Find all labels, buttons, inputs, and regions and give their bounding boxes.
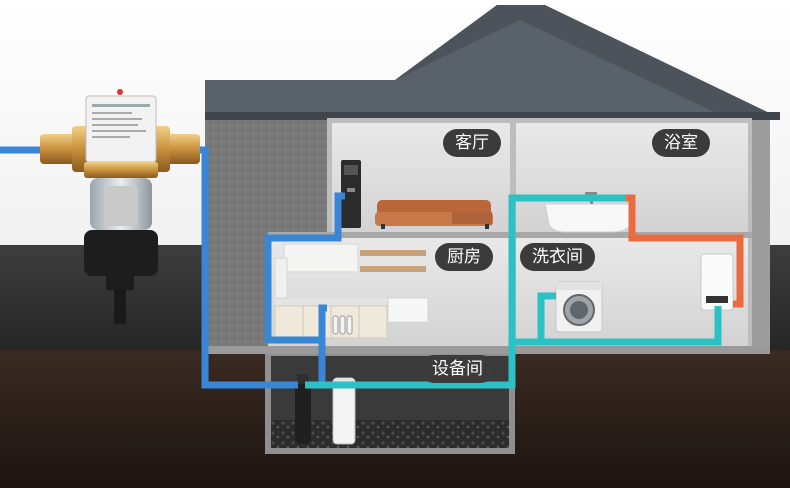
sofa-icon — [375, 200, 493, 229]
filtered-water-pipe — [305, 194, 626, 389]
room-label-bathroom: 浴室 — [652, 129, 710, 157]
pre-filter-icon — [40, 89, 200, 324]
water-dispenser-icon — [341, 160, 361, 228]
room-label-kitchen: 厨房 — [435, 243, 493, 271]
roof — [205, 5, 770, 118]
water-purifier-icon — [332, 315, 353, 335]
hot-water-pipe — [626, 194, 744, 308]
water-softener-icon — [295, 374, 356, 445]
room-label-laundry-room: 洗衣间 — [520, 243, 595, 271]
washing-machine-icon — [555, 281, 603, 333]
room-label-equipment-room: 设备间 — [420, 355, 495, 383]
water-heater-icon — [700, 253, 734, 311]
kitchen-cabinets — [274, 243, 429, 339]
room-label-living-room: 客厅 — [443, 129, 501, 157]
